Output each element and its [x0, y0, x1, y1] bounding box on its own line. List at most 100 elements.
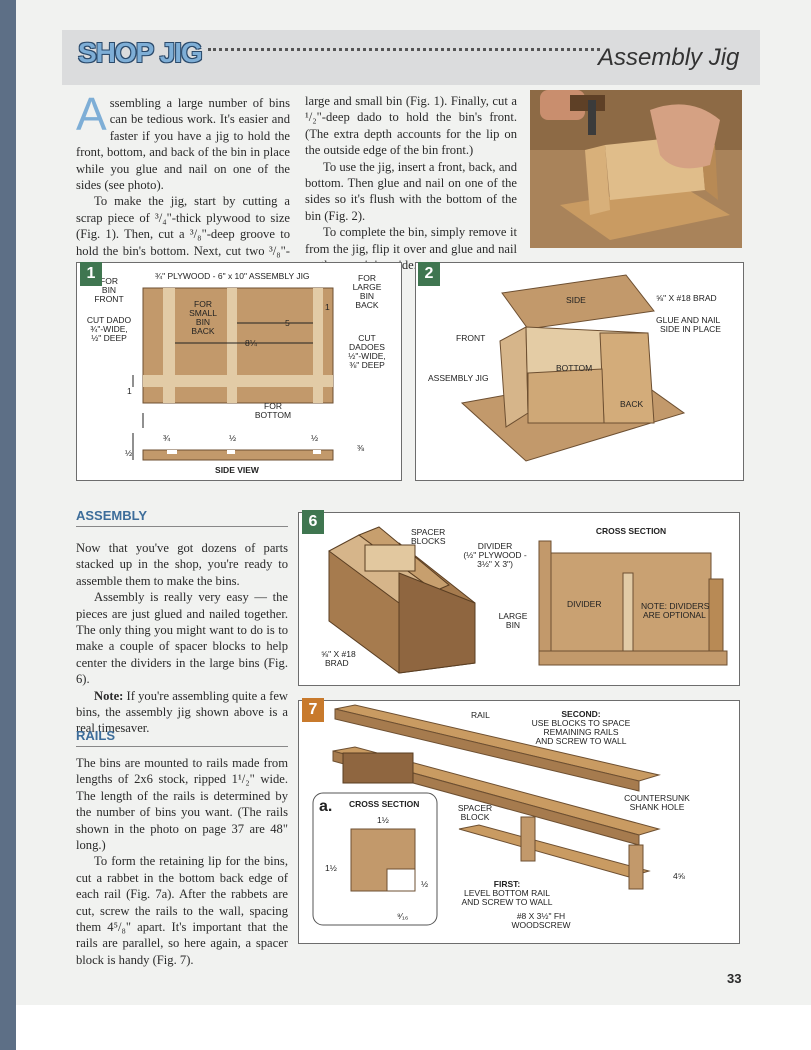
- fig1-label-small-back-4: BACK: [191, 326, 214, 336]
- fig1-label-small-back-1: FOR: [194, 299, 212, 309]
- page-number: 33: [727, 971, 742, 986]
- fig7-inset-label: a.: [319, 798, 332, 815]
- assembly-paragraph-1: Now that you've got dozens of parts stac…: [76, 541, 288, 588]
- fig1-sv-12c: ½: [125, 448, 132, 458]
- fig7-inset-112: 1½: [377, 815, 389, 825]
- svg-text:DIVIDER(½" PLYWOOD -3½" x 3"): DIVIDER(½" PLYWOOD -3½" x 3"): [463, 541, 526, 569]
- fig1-label-bottom-1: FOR: [264, 401, 282, 411]
- fig1-label-dadoes-2: DADOES: [349, 342, 385, 352]
- fig1-label-bin-front-1: FOR: [100, 276, 118, 286]
- fig7-screw-1: #8 x 3½" Fh: [517, 911, 565, 921]
- assembly-heading: ASSEMBLY: [76, 508, 288, 527]
- fig1-label-dadoes-4: ⅜" DEEP: [349, 360, 385, 370]
- fig1-label-bin-front-3: FRONT: [94, 294, 123, 304]
- fig1-dim-8: 8¼: [245, 338, 258, 348]
- fig1-label-cut-dado-1: CUT DADO: [87, 315, 132, 325]
- fig2-jig-label: ASSEMBLY JIG: [428, 373, 489, 383]
- assembly-text: Now that you've got dozens of parts stac…: [76, 540, 288, 737]
- fig1-dim-1: 1: [325, 302, 330, 312]
- fig7-second-label: SECOND:: [561, 709, 600, 719]
- fig1-dim-5: 5: [285, 318, 290, 328]
- intro-paragraph-3: To use the jig, insert a front, back, an…: [305, 159, 517, 223]
- fig7-inset-title: CROSS SECTION: [349, 799, 419, 809]
- fig7-second-2: REMAINING RAILS: [543, 727, 618, 737]
- fig6-cs-divider-label: DIVIDER: [567, 599, 601, 609]
- fig6-spacer-1: SPACER: [411, 527, 445, 537]
- assembly-paragraph-2: Assembly is really very easy — the piece…: [76, 590, 288, 687]
- figure-1-number: 1: [80, 262, 102, 286]
- fig1-label-cut-dado-2: ¾"-WIDE,: [90, 324, 128, 334]
- fig2-glue-1: GLUE AND NAIL: [656, 315, 721, 325]
- header-dotted-leader: [208, 48, 600, 51]
- fig7-spacer-2: BLOCK: [461, 812, 490, 822]
- intro-paragraph-2-continued: large and small bin (Fig. 1). Finally, c…: [305, 94, 517, 158]
- assembly-note: Note: If you're assembling quite a few b…: [76, 688, 288, 737]
- fig7-dim-458: 4⅝: [673, 871, 686, 881]
- binding-edge: [0, 0, 16, 1050]
- fig7-countersunk-1: COUNTERSUNK: [624, 793, 690, 803]
- fig1-sv-12b: ½: [311, 433, 318, 443]
- shop-jig-logo: SHOP JIG: [78, 37, 203, 68]
- rails-paragraph-1: The bins are mounted to rails made from …: [76, 756, 288, 853]
- fig6-divider-2: (½" PLYWOOD -: [463, 550, 526, 560]
- figure-6-number: 6: [302, 510, 324, 534]
- fig1-label-dadoes-1: CUT: [358, 333, 375, 343]
- photo-illustration: [530, 90, 742, 248]
- fig6-cross-section-title: CROSS SECTION: [596, 526, 666, 536]
- assembly-note-label: Note:: [94, 688, 124, 703]
- fig6-divider-3: 3½" x 3"): [477, 559, 513, 569]
- fig6-brad-1: ⅝" x #18: [321, 649, 356, 659]
- figure-2-number: 2: [418, 262, 440, 286]
- fig1-dim-1b: 1: [127, 386, 132, 396]
- fig6-divider-1: DIVIDER: [478, 541, 512, 551]
- fig1-label-large-back-2: LARGE: [353, 282, 382, 292]
- fig7-countersunk-2: SHANK HOLE: [630, 802, 685, 812]
- fig1-label-large-back-4: BACK: [355, 300, 378, 310]
- fig6-spacer-2: BLOCKS: [411, 536, 446, 546]
- fig6-note-2: ARE OPTIONAL: [643, 610, 706, 620]
- fig1-sv-38: ⅜: [357, 443, 365, 453]
- fig1-label-bottom-2: BOTTOM: [255, 410, 291, 420]
- intro-column-2: large and small bin (Fig. 1). Finally, c…: [305, 93, 517, 273]
- fig1-label-cut-dado-3: ½" DEEP: [91, 333, 127, 343]
- fig7-screw-2: WOODSCREW: [511, 920, 570, 930]
- fig1-label-small-back-2: SMALL: [189, 308, 217, 318]
- drop-cap: A: [76, 88, 107, 140]
- fig7-first-label: FIRST:: [494, 879, 521, 889]
- rails-paragraph-2: To form the retaining lip for the bins, …: [76, 854, 288, 967]
- fig1-sv-12a: ½: [229, 433, 236, 443]
- fig2-side-label: SIDE: [566, 295, 586, 305]
- fig7-first-2: AND SCREW TO WALL: [462, 897, 553, 907]
- jig-photo: [530, 90, 742, 248]
- fig2-brad-label: ⅝" x #18 BRAD: [656, 293, 717, 303]
- fig7-inset-112b: 1½: [325, 863, 337, 873]
- fig7-second-1: USE BLOCKS TO SPACE: [532, 718, 631, 728]
- fig7-inset-916: ⁹⁄₁₆: [397, 911, 408, 921]
- fig1-label-large-back-3: BIN: [360, 291, 374, 301]
- fig7-first-1: LEVEL BOTTOM RAIL: [464, 888, 550, 898]
- fig6-large-bin-2: BIN: [506, 620, 520, 630]
- fig2-bottom-label: BOTTOM: [556, 363, 592, 373]
- fig6-note-1: NOTE: DIVIDERS: [641, 601, 710, 611]
- intro-paragraph-1: ssembling a large number of bins can be …: [76, 96, 290, 193]
- article-title: Assembly Jig: [598, 44, 740, 71]
- fig2-back-label: BACK: [620, 399, 643, 409]
